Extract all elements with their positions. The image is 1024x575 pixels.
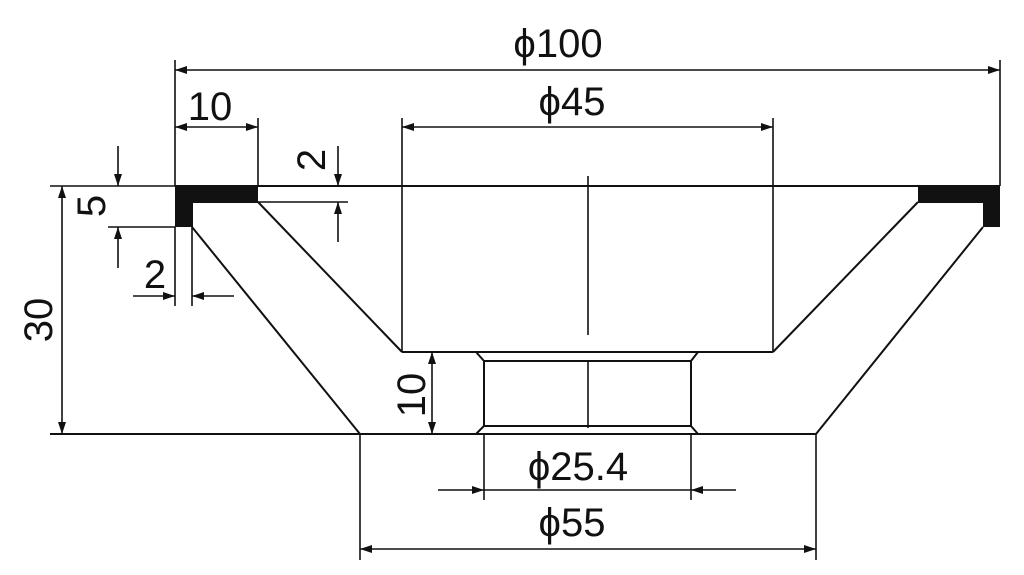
hub-bore <box>475 351 699 435</box>
w10-label: 10 <box>188 85 233 129</box>
left-abrasive-segment <box>175 186 258 227</box>
phi45-label: ϕ45 <box>539 80 606 124</box>
abrasive-segments <box>175 186 1000 227</box>
dimension-phi55: ϕ55 <box>359 434 817 560</box>
dimension-segment-width-10: 10 <box>175 85 259 186</box>
h10-label: 10 <box>390 373 434 418</box>
dimension-height-30: 30 <box>17 185 175 434</box>
w2-label: 2 <box>144 253 166 297</box>
phi55-label: ϕ55 <box>539 501 606 545</box>
dimension-phi25-4: ϕ25.4 <box>438 445 736 494</box>
phi25-label: ϕ25.4 <box>528 445 628 489</box>
right-inner-edge <box>772 201 919 353</box>
phi100-label: ϕ100 <box>513 22 602 66</box>
dimension-phi100: ϕ100 <box>174 22 1001 186</box>
h5-label: 5 <box>70 195 114 217</box>
h2-label: 2 <box>290 149 334 171</box>
left-inner-edge <box>257 201 403 353</box>
right-abrasive-segment <box>918 186 1000 227</box>
dimension-phi45: ϕ45 <box>402 80 773 131</box>
dimension-rim-wall-2: 2 <box>133 227 234 306</box>
right-outer-edge <box>815 226 984 435</box>
dimension-rim-height-5: 5 <box>70 146 175 268</box>
dimension-hub-height-10: 10 <box>390 352 436 434</box>
dimension-segment-thickness-2: 2 <box>258 146 348 242</box>
h30-label: 30 <box>17 298 61 343</box>
left-outer-edge <box>191 226 361 435</box>
wheel-outline <box>50 118 1000 500</box>
